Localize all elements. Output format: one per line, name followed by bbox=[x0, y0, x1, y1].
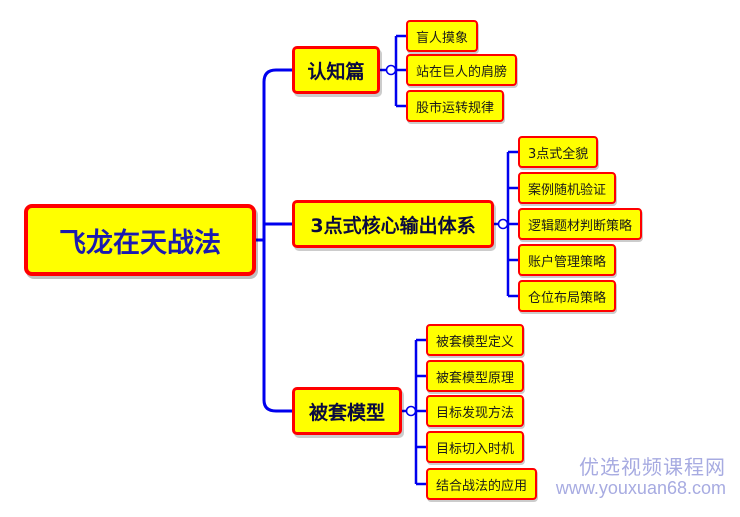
root-topic-label: 飞龙在天战法 bbox=[59, 227, 221, 259]
branch-topic-3[interactable]: 被套模型 bbox=[292, 387, 402, 435]
collapse-toggle-branch-1 bbox=[385, 64, 397, 76]
leaf-topic-label: 结合战法的应用 bbox=[436, 478, 528, 494]
leaf-topic-3-1[interactable]: 被套模型定义 bbox=[426, 324, 525, 356]
leaf-topic-label: 目标切入时机 bbox=[436, 441, 515, 457]
collapse-toggle-branch-2 bbox=[497, 218, 509, 230]
leaf-topic-label: 仓位布局策略 bbox=[528, 290, 607, 306]
leaf-topic-label: 盲人摸象 bbox=[416, 30, 469, 46]
connector-branch-1 bbox=[262, 68, 294, 242]
connector-branch-3 bbox=[262, 238, 294, 413]
branch-topic-3-label: 被套模型 bbox=[308, 401, 385, 424]
branch-topic-1[interactable]: 认知篇 bbox=[292, 46, 380, 94]
branch-topic-2-label: 3点式核心输出体系 bbox=[310, 214, 476, 237]
leaf-topic-3-4[interactable]: 目标切入时机 bbox=[426, 431, 525, 463]
leaf-topic-2-5[interactable]: 仓位布局策略 bbox=[518, 280, 617, 312]
leaf-topic-label: 被套模型定义 bbox=[436, 334, 515, 350]
leaf-topic-1-2[interactable]: 站在巨人的肩膀 bbox=[406, 54, 518, 86]
branch-topic-1-label: 认知篇 bbox=[307, 60, 365, 83]
leaf-topic-label: 逻辑题材判断策略 bbox=[528, 218, 633, 234]
collapse-toggle-branch-3 bbox=[405, 405, 417, 417]
watermark-site-name: 优选视频课程网 bbox=[579, 455, 726, 479]
leaf-topic-2-2[interactable]: 案例随机验证 bbox=[518, 172, 617, 204]
leaf-topic-label: 站在巨人的肩膀 bbox=[416, 64, 508, 80]
leaf-topic-label: 目标发现方法 bbox=[436, 405, 515, 421]
leaf-topic-1-3[interactable]: 股市运转规律 bbox=[406, 90, 505, 122]
watermark-url: www.youxuan68.com bbox=[555, 478, 726, 498]
leaf-topic-2-3[interactable]: 逻辑题材判断策略 bbox=[518, 208, 643, 240]
leaf-topic-label: 被套模型原理 bbox=[436, 370, 515, 386]
branch-topic-2[interactable]: 3点式核心输出体系 bbox=[292, 200, 494, 248]
root-topic[interactable]: 飞龙在天战法 bbox=[24, 204, 256, 276]
watermark: 优选视频课程网 www.youxuan68.com bbox=[556, 451, 726, 499]
leaf-topic-label: 账户管理策略 bbox=[528, 254, 607, 270]
leaf-topic-1-1[interactable]: 盲人摸象 bbox=[406, 20, 479, 52]
leaf-topic-2-1[interactable]: 3点式全貌 bbox=[518, 136, 599, 168]
leaf-topic-3-3[interactable]: 目标发现方法 bbox=[426, 395, 525, 427]
leaf-topic-3-5[interactable]: 结合战法的应用 bbox=[426, 468, 538, 500]
leaf-topic-3-2[interactable]: 被套模型原理 bbox=[426, 360, 525, 392]
leaf-topic-label: 案例随机验证 bbox=[528, 182, 607, 198]
leaf-topic-label: 股市运转规律 bbox=[416, 100, 495, 116]
leaf-topic-2-4[interactable]: 账户管理策略 bbox=[518, 244, 617, 276]
leaf-topic-label: 3点式全貌 bbox=[528, 146, 589, 162]
